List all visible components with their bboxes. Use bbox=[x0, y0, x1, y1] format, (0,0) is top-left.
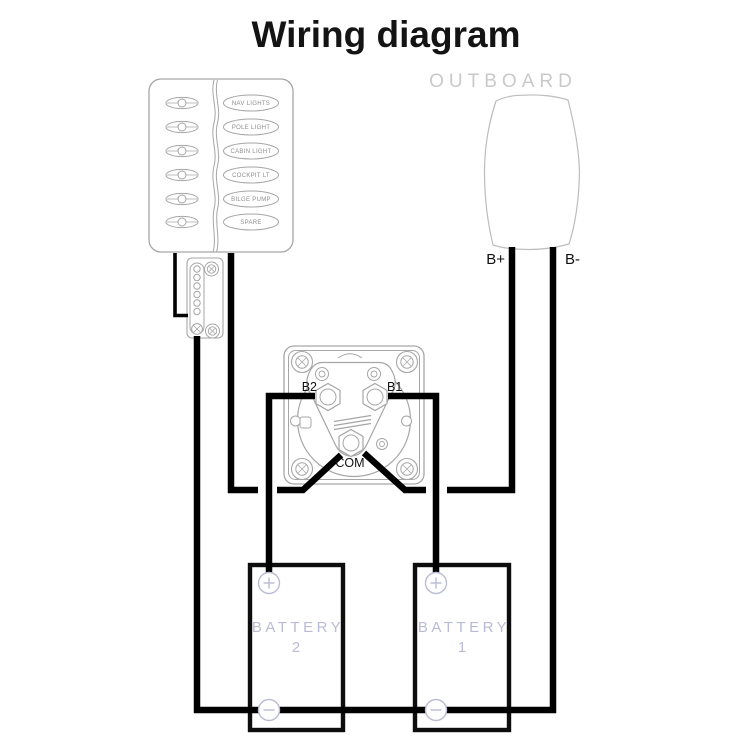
bus-bar-screw bbox=[204, 261, 219, 277]
page-title: Wiring diagram bbox=[252, 14, 521, 55]
dial-left-notch bbox=[290, 415, 301, 427]
rocker-switch bbox=[165, 168, 199, 182]
switch-panel-body bbox=[148, 78, 294, 253]
battery-2-label: BATTERY bbox=[252, 619, 344, 636]
com-label: COM bbox=[335, 456, 364, 470]
dial-top-tab bbox=[337, 353, 363, 359]
knob-grip-stripes bbox=[333, 414, 372, 431]
b1-label: B1 bbox=[387, 380, 402, 394]
b-plus-label: B+ bbox=[486, 251, 505, 268]
bus-bar bbox=[186, 257, 224, 339]
battery-1-negative-terminal bbox=[424, 698, 448, 722]
panel-label: NAV LIGHTS bbox=[232, 101, 270, 107]
rocker-switch bbox=[165, 120, 199, 134]
wire-b1-battery1 bbox=[388, 392, 440, 573]
rocker-switch-column bbox=[165, 96, 199, 229]
wire-com-left bbox=[277, 452, 344, 494]
wire-com-right bbox=[361, 450, 426, 494]
rocker-switch bbox=[165, 192, 199, 206]
terminal-stud-com bbox=[338, 428, 364, 458]
outboard-label: OUTBOARD bbox=[429, 71, 577, 92]
panel-split-line bbox=[212, 79, 216, 253]
knob-detail bbox=[367, 367, 381, 381]
panel-label: CABIN LIGHT bbox=[231, 149, 272, 155]
knob-detail bbox=[376, 438, 388, 450]
battery-1-label: BATTERY bbox=[418, 619, 510, 636]
dial-detail-square bbox=[299, 416, 312, 429]
terminal-stud-b1 bbox=[362, 382, 388, 412]
b-minus-label: B- bbox=[565, 251, 580, 268]
battery-1-positive-terminal bbox=[424, 571, 448, 595]
knob-detail bbox=[318, 370, 326, 378]
corner-screw bbox=[395, 350, 419, 374]
corner-screw bbox=[395, 457, 419, 481]
panel-label: SPARE bbox=[240, 220, 261, 226]
bus-bar-terminals bbox=[191, 265, 203, 335]
wire-panel-positive bbox=[227, 253, 258, 494]
dial-right-notch bbox=[401, 415, 412, 427]
panel-label: POLE LIGHT bbox=[232, 125, 270, 131]
bus-bar-screw bbox=[205, 323, 220, 339]
corner-screw bbox=[290, 457, 314, 481]
panel-label: COCKPIT LT bbox=[232, 173, 270, 179]
wire-negative-bus bbox=[193, 247, 557, 714]
outboard-motor: OUTBOARD B+ B- bbox=[429, 71, 581, 268]
battery-selector-switch bbox=[283, 345, 425, 485]
panel-label-column: NAV LIGHTS POLE LIGHT CABIN LIGHT COCKPI… bbox=[223, 94, 279, 231]
battery-terminals bbox=[257, 571, 448, 722]
switch-panel: NAV LIGHTS POLE LIGHT CABIN LIGHT COCKPI… bbox=[148, 78, 294, 253]
battery-2-negative-terminal bbox=[257, 698, 281, 722]
corner-screw bbox=[290, 350, 314, 374]
rocker-switch bbox=[165, 215, 199, 229]
rocker-switch bbox=[165, 96, 199, 110]
knob-detail bbox=[379, 441, 385, 447]
battery-1-number: 1 bbox=[458, 639, 466, 656]
b2-label: B2 bbox=[302, 380, 317, 394]
wire-b2-battery2 bbox=[265, 392, 315, 573]
rocker-switch bbox=[165, 144, 199, 158]
knob-detail bbox=[370, 370, 378, 378]
panel-label: BILGE PUMP bbox=[231, 197, 271, 203]
terminal-stud-b2 bbox=[315, 382, 341, 412]
battery-2-number: 2 bbox=[292, 639, 300, 656]
wiring bbox=[173, 247, 557, 714]
wire-outboard-b-plus bbox=[447, 247, 516, 494]
outboard-cowling bbox=[483, 94, 581, 251]
knob-detail bbox=[315, 367, 329, 381]
panel-split-line bbox=[215, 79, 220, 253]
wire-panel-ground bbox=[173, 253, 188, 318]
battery-2-positive-terminal bbox=[257, 571, 281, 595]
